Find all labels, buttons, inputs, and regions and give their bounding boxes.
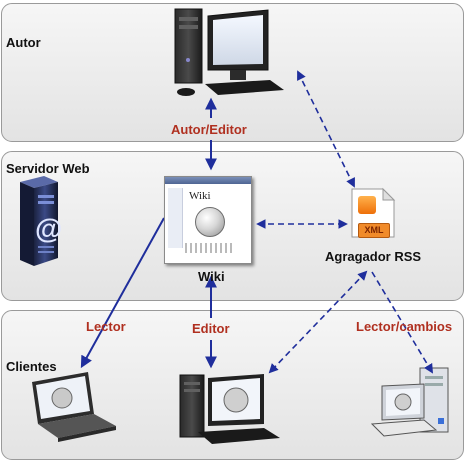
autor-rss-dashed-arrow — [297, 70, 355, 188]
servidor-web-section-label: Servidor Web — [6, 161, 90, 176]
wiki-label: Wiki — [198, 269, 225, 284]
wiki-page-icon: Wiki — [164, 176, 252, 264]
autor-section-label: Autor — [6, 35, 41, 50]
lector-label: Lector — [86, 319, 126, 334]
xml-badge: XML — [358, 223, 390, 238]
agregador-rss-label: Agragador RSS — [325, 249, 422, 264]
rss-xml-icon — [351, 187, 396, 238]
diagram-canvas: @ — [20, 8, 449, 444]
lector-arrow — [80, 217, 165, 369]
svg-text:@: @ — [35, 213, 62, 244]
editor-label: Editor — [192, 321, 230, 336]
desktop-computer-icon — [174, 8, 284, 96]
client-desktop-icon — [179, 374, 280, 444]
rss-desktop-dashed-arrow — [268, 270, 368, 374]
rss-feed-icon — [358, 196, 376, 214]
autor-editor-label: Autor/Editor — [171, 122, 247, 137]
wiki-globe-icon — [195, 207, 225, 237]
laptop-icon — [32, 372, 116, 442]
client-workstation-icon — [370, 367, 449, 437]
wiki-text-lines — [185, 243, 235, 253]
wiki-sidebar — [168, 188, 183, 248]
wiki-window-titlebar — [165, 177, 251, 184]
wiki-screen-title: Wiki — [189, 190, 211, 202]
clientes-section-label: Clientes — [6, 359, 57, 374]
server-tower-icon: @ — [20, 176, 62, 266]
lector-cambios-label: Lector/cambios — [356, 319, 453, 334]
